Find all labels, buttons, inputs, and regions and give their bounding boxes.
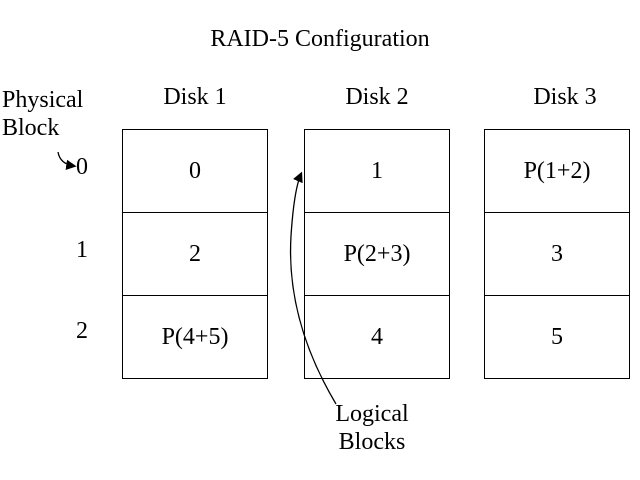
disk-1-block-0: 0 [123, 130, 267, 213]
disk-1-label: Disk 1 [163, 84, 227, 110]
disk-2-block-2: 4 [371, 324, 383, 350]
disk-3-block-1: 3 [485, 213, 629, 296]
disk-2-block-0: 1 [305, 130, 449, 213]
disk-3: P(1+2) 3 5 [484, 129, 630, 379]
logical-blocks-label-line1: Logical [335, 401, 409, 427]
logical-blocks-label-line2: Blocks [338, 429, 406, 455]
disk-2-block-1: P(2+3) [305, 213, 449, 296]
disk-1: 0 2 P(4+5) [122, 129, 268, 379]
physical-block-number-2: 2 [76, 318, 88, 344]
logical-blocks-label: Logical Blocks [322, 400, 422, 456]
logical-blocks-arrow [289, 171, 337, 405]
disk-2: 1 P(2+3) 4 [304, 129, 450, 379]
physical-block-number-1: 1 [76, 237, 88, 263]
physical-block-label-line1: Physical [2, 87, 84, 113]
physical-block-label-line2: Block [2, 115, 60, 141]
physical-block-arrow [57, 151, 77, 171]
physical-block-number-0: 0 [76, 154, 88, 180]
diagram-title: RAID-5 Configuration [210, 26, 430, 52]
disk-3-label: Disk 3 [533, 84, 597, 110]
disk-1-block-2: P(4+5) [161, 324, 229, 350]
disk-2-label: Disk 2 [345, 84, 409, 110]
disk-1-block-1: 2 [123, 213, 267, 296]
disk-3-block-2: 5 [551, 324, 563, 350]
disk-3-block-0: P(1+2) [485, 130, 629, 213]
